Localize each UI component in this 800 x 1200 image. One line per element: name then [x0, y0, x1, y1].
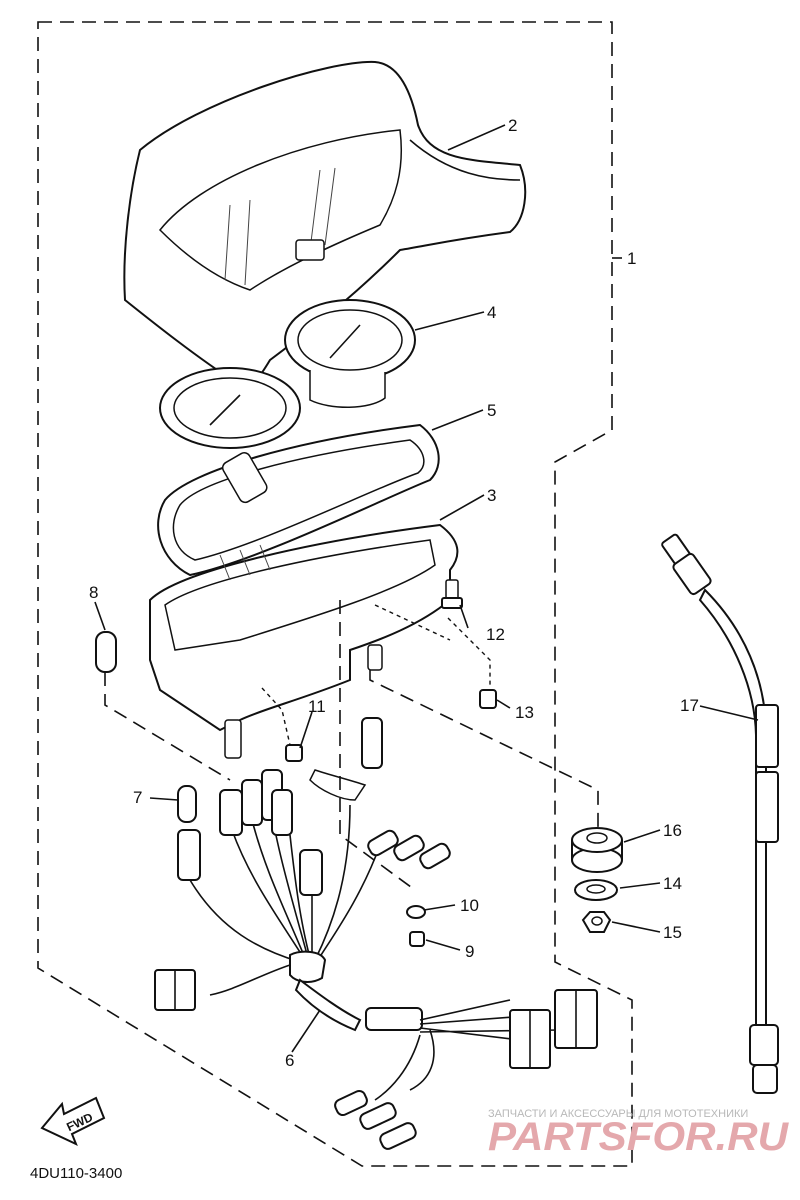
- callout-16: 16: [663, 821, 682, 840]
- speedometer-cable: [661, 533, 779, 1094]
- assembly-lines: [104, 600, 599, 891]
- callout-11: 11: [308, 697, 326, 716]
- assembly-boundary: [37, 21, 633, 1167]
- bulb-7: [177, 785, 197, 823]
- fwd-arrow: FWD: [40, 1096, 106, 1146]
- harness-connectors: [154, 769, 598, 1150]
- nut-15: [581, 911, 612, 933]
- callout-1: 1: [627, 249, 636, 268]
- callout-6: 6: [285, 1051, 294, 1070]
- diagram-code: 4DU110-3400: [30, 1165, 122, 1182]
- callout-3: 3: [487, 486, 496, 505]
- leader-lines: [94, 124, 759, 1053]
- grommet-16: [571, 827, 623, 873]
- meter-gasket: [157, 423, 440, 577]
- callout-14: 14: [663, 874, 682, 893]
- callout-15: 15: [663, 923, 682, 942]
- meter-case: [149, 523, 459, 759]
- screw-12: [441, 579, 463, 609]
- watermark-tagline: ЗАПЧАСТИ И АКСЕССУАРЫ ДЛЯ МОТОТЕХНИКИ: [488, 1108, 748, 1120]
- callout-8: 8: [89, 583, 98, 602]
- wire-harness: [189, 804, 561, 1101]
- meter-lenses: [159, 299, 416, 449]
- callout-12: 12: [486, 625, 505, 644]
- screw-11: [285, 744, 303, 762]
- watermark-brand: PARTSFOR.RU: [488, 1115, 789, 1159]
- callout-5: 5: [487, 401, 496, 420]
- callout-17: 17: [680, 696, 699, 715]
- washer-10: [406, 905, 426, 919]
- bulb-sockets: [177, 717, 383, 896]
- meter-cover: [123, 60, 527, 390]
- callout-13: 13: [515, 703, 534, 722]
- bulb-8: [95, 631, 117, 673]
- callout-10: 10: [460, 896, 479, 915]
- callout-9: 9: [465, 942, 474, 961]
- screw-9: [409, 931, 425, 947]
- callout-7: 7: [133, 788, 142, 807]
- washer-14: [574, 879, 618, 901]
- screw-13: [479, 689, 497, 709]
- callout-labels: 2 1 4 5 3 8 12 13 11 17 7 16 14 10 15 9 …: [89, 116, 699, 1070]
- callout-4: 4: [487, 303, 496, 322]
- callout-2: 2: [508, 116, 517, 135]
